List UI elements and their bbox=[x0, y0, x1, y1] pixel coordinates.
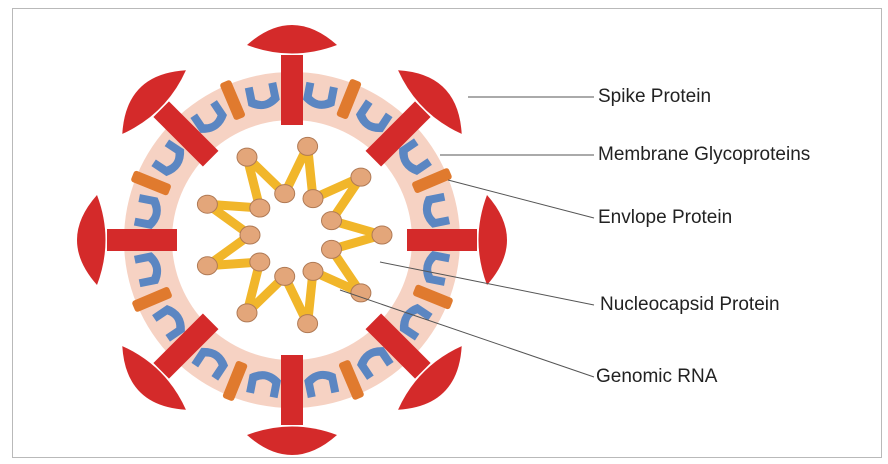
nucleocapsid-protein bbox=[372, 226, 392, 244]
spike-cap bbox=[247, 25, 337, 54]
nucleocapsid-protein bbox=[298, 137, 318, 155]
nucleocapsid-protein bbox=[275, 185, 295, 203]
spike-cap bbox=[77, 195, 106, 285]
nucleocapsid-protein bbox=[240, 226, 260, 244]
nucleocapsid-protein bbox=[351, 168, 371, 186]
spike-protein-label: Spike Protein bbox=[598, 86, 711, 108]
spike-cap bbox=[479, 195, 508, 285]
nucleocapsid-protein bbox=[298, 315, 318, 333]
nucleocapsid-protein bbox=[197, 195, 217, 213]
spike-stalk bbox=[281, 355, 303, 425]
nucleocapsid-protein bbox=[237, 148, 257, 166]
spike-cap bbox=[247, 427, 337, 456]
genomic-rna-label: Genomic RNA bbox=[596, 366, 717, 388]
nucleocapsid-protein-label: Nucleocapsid Protein bbox=[600, 294, 780, 316]
spike-stalk bbox=[107, 229, 177, 251]
nucleocapsid-protein bbox=[303, 190, 323, 208]
spike-stalk bbox=[407, 229, 477, 251]
membrane-glycoproteins-label: Membrane Glycoproteins bbox=[598, 144, 810, 166]
nucleocapsid-protein bbox=[322, 240, 342, 258]
nucleocapsid-protein bbox=[197, 257, 217, 275]
envelope-leader-line bbox=[448, 180, 594, 218]
envelope-protein-label: Envlope Protein bbox=[598, 207, 732, 229]
nucleocapsid-protein bbox=[250, 199, 270, 217]
nucleocapsid-protein bbox=[275, 267, 295, 285]
spike-stalk bbox=[281, 55, 303, 125]
nucleocapsid-protein bbox=[303, 262, 323, 280]
nucleocapsid-protein bbox=[237, 304, 257, 322]
nucleocapsid-protein bbox=[322, 212, 342, 230]
nucleocapsid-protein bbox=[250, 253, 270, 271]
